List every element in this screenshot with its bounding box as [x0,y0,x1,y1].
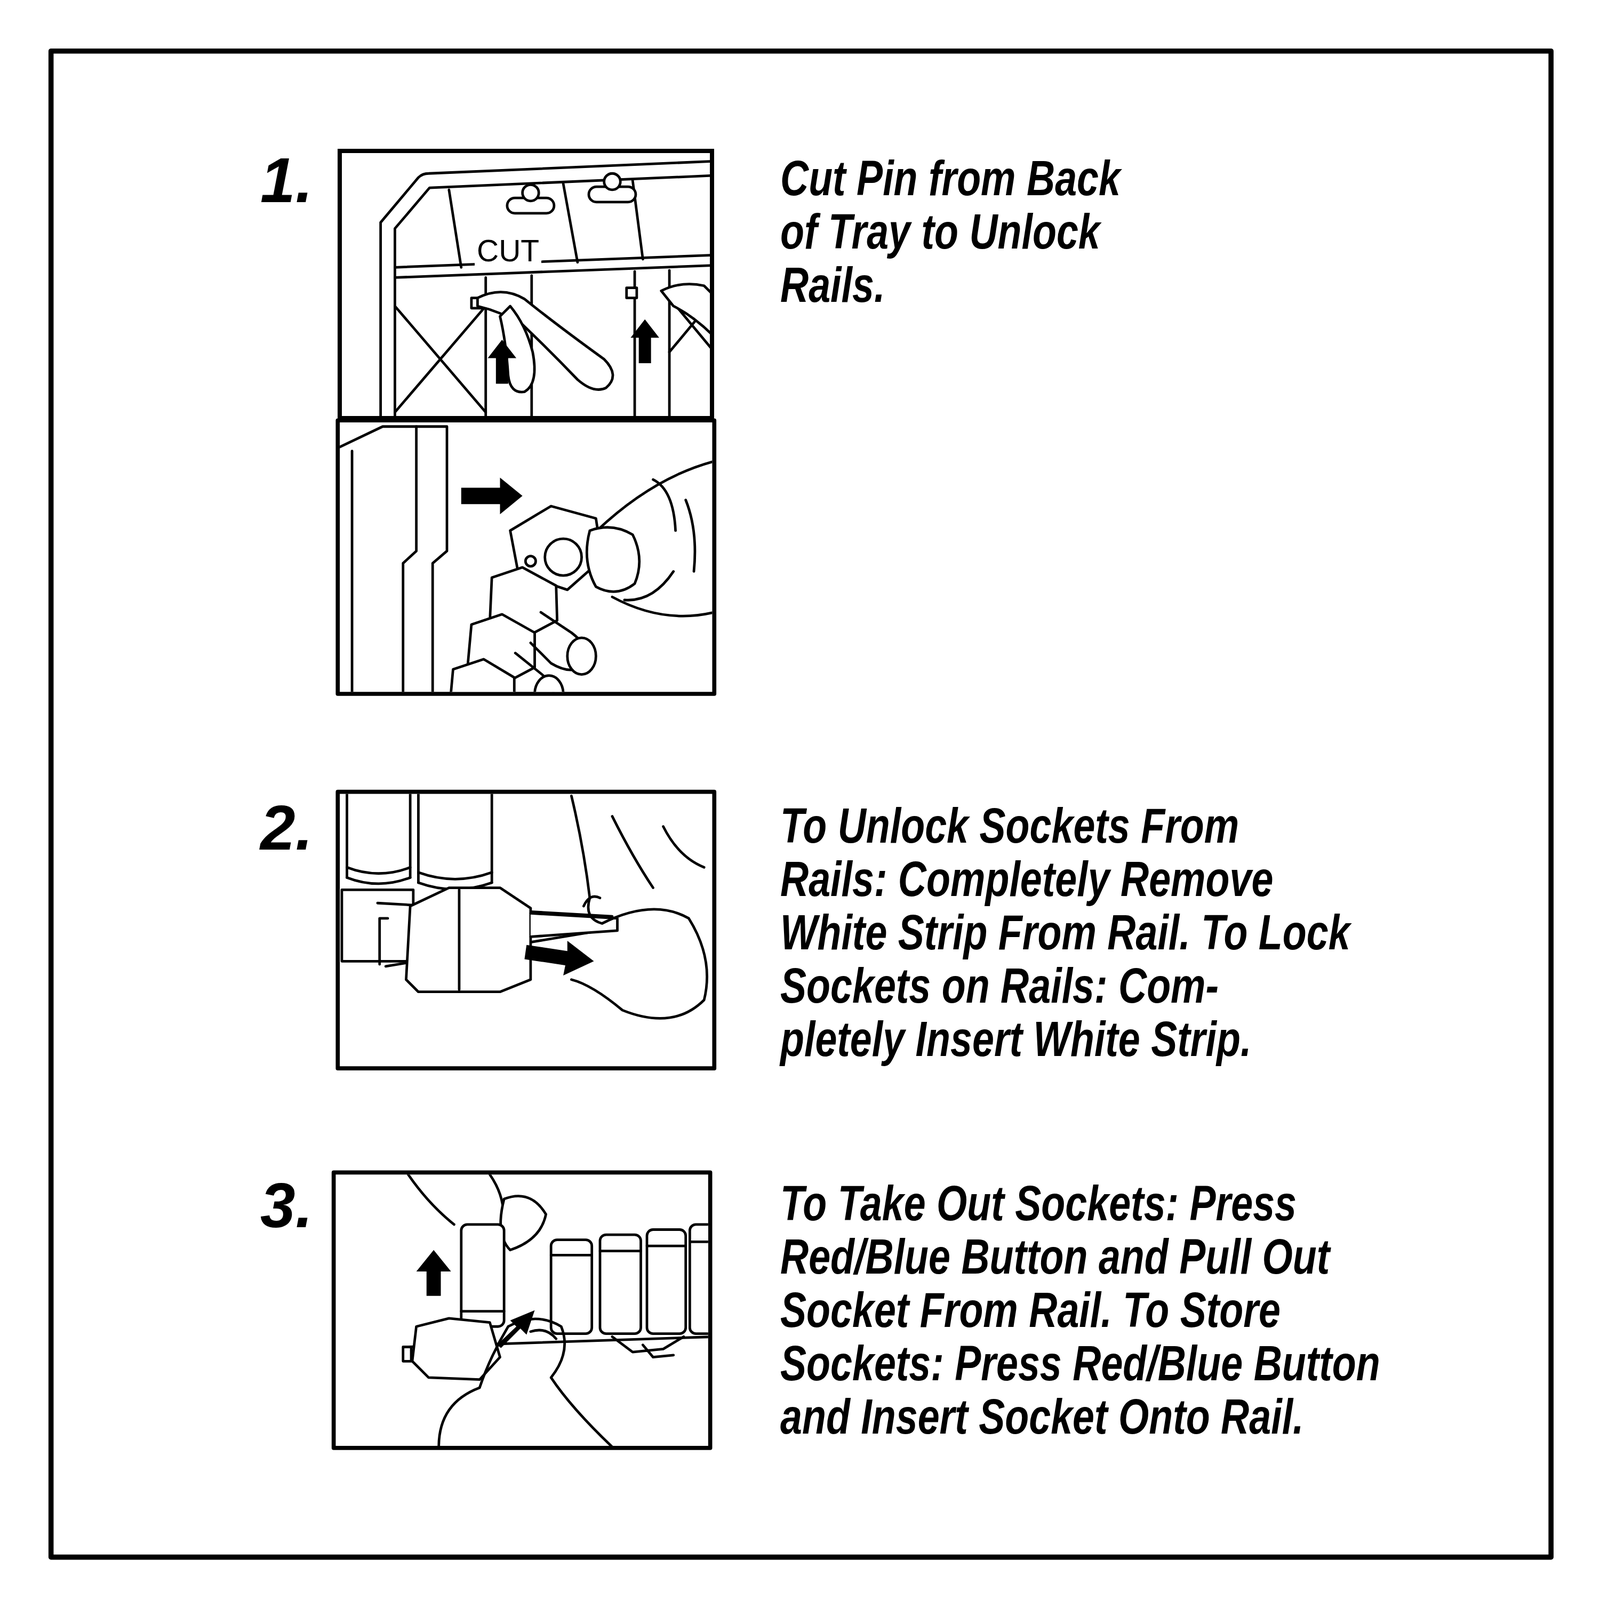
rail-removal-drawing-part [534,675,564,693]
tray-back-drawing-part [604,173,621,190]
rail-removal-drawing-part [449,659,515,692]
tray-back-drawing-part [477,292,613,390]
step-instruction: To Unlock Sockets From Rails: Completely… [780,798,1352,1066]
tray-back-drawing-part [630,319,660,364]
outer-frame [51,51,1552,1558]
strip-removal-drawing-part [347,867,411,884]
panel-frame [333,1172,711,1448]
rail-removal-drawing-part [339,426,447,692]
strip-removal-drawing-part [341,889,414,962]
socket-removal-drawing-part [550,1241,709,1255]
strip-removal-drawing-part [530,913,618,937]
rail-removal-drawing-part [567,637,597,675]
strip-removal-drawing-part [524,940,594,976]
tray-back-drawing [380,161,713,419]
tray-back-drawing-part [394,254,712,268]
step-instruction: Cut Pin from Back of Tray to Unlock Rail… [780,151,1149,312]
tray-back-drawing-part [626,288,637,299]
rail-removal-drawing-part [350,451,354,693]
socket-removal-drawing-part [497,1310,535,1349]
strip-removal-drawing-part [405,888,531,992]
panel-frame [337,792,715,1069]
socket-removal-drawing-part [612,1336,684,1357]
socket-removal-drawing-part [461,1309,504,1313]
socket-removal-drawing-part [500,1196,547,1251]
rail-removal-drawing-part [586,527,639,592]
tray-back-drawing-part [394,265,712,278]
tray-back-drawing-part [661,284,713,338]
rail-removal-drawing-part [403,426,417,692]
strip-removal-drawing-part [612,816,704,888]
socket-removal-drawing-part [403,1347,412,1362]
rail-removal-drawing-part [525,556,536,567]
socket-removal-drawing [403,1174,709,1446]
tray-back-drawing-part [488,339,517,384]
rail-removal-drawing-part [596,461,712,531]
tray-back-drawing-part [394,175,712,419]
panel-frame [337,420,715,694]
strip-removal-drawing [341,794,708,1019]
strip-removal-drawing-part [379,889,460,990]
socket-removal-drawing-part [600,1234,642,1334]
step-number: 1. [260,144,313,217]
step-instruction: To Take Out Sockets: Press Red/Blue Butt… [780,1176,1412,1444]
step-number: 3. [260,1169,313,1242]
step-number: 2. [260,791,313,864]
tray-back-drawing-part [380,161,713,419]
socket-removal-drawing-part [438,1318,613,1446]
socket-removal-drawing-part [461,1224,504,1327]
socket-removal-drawing-part [416,1250,452,1296]
rail-removal-drawing [339,426,712,692]
socket-removal-drawing-part [530,1330,557,1339]
rail-removal-drawing-part [624,479,695,600]
cut-label: CUT [474,233,542,269]
rail-removal-drawing-part [461,477,523,515]
strip-removal-drawing-part [583,896,600,907]
rail-removal-drawing-part [545,538,582,576]
strip-removal-drawing-part [347,794,493,883]
strip-removal-drawing-part [571,795,707,1019]
tray-back-drawing-part [522,184,540,202]
tray-panel: CUT [337,148,715,421]
